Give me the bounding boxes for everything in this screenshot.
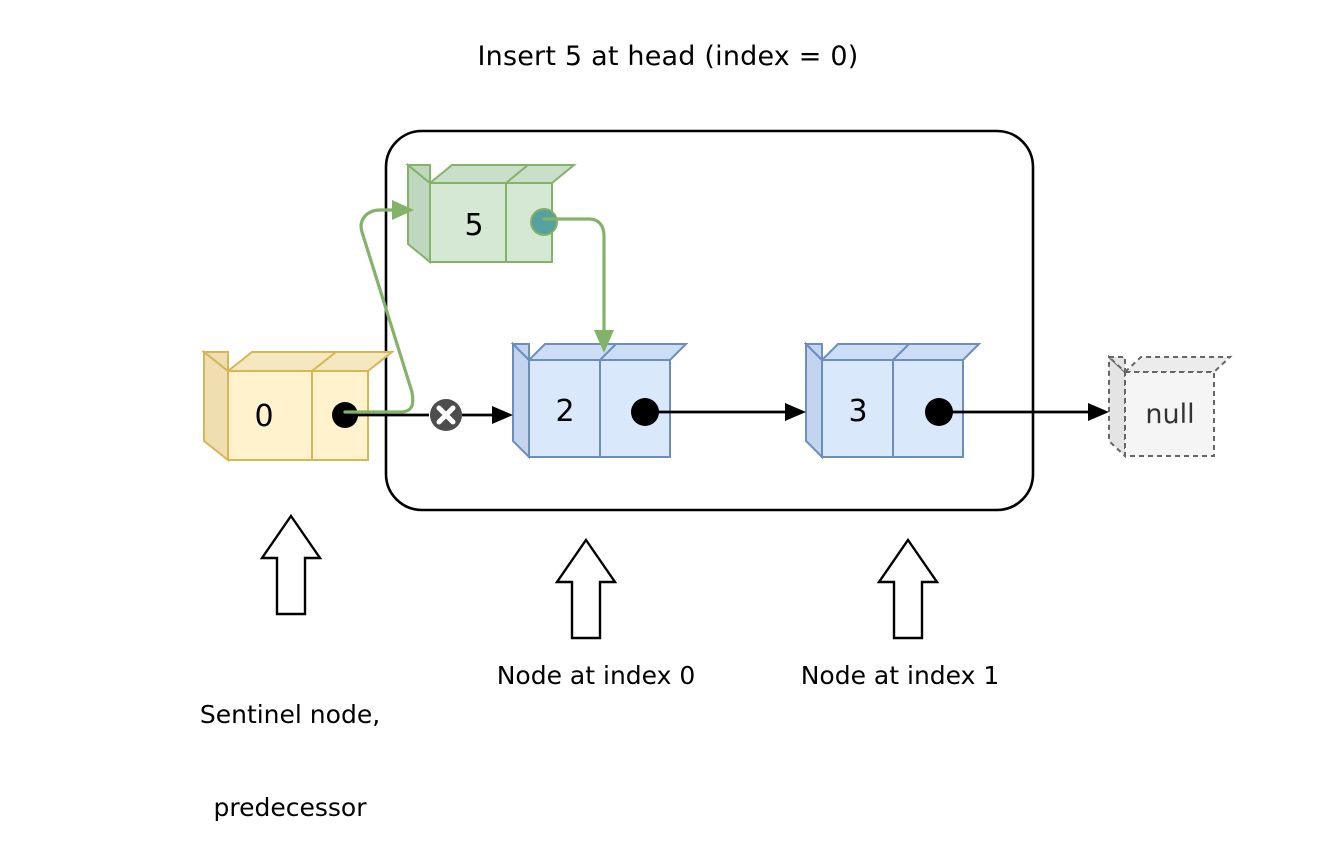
linked-list-diagram — [201, 129, 1233, 640]
caption-sentinel-line1: Sentinel node, — [199, 699, 381, 729]
null-top-face — [1122, 356, 1233, 373]
link-cut-marker-icon — [430, 399, 462, 431]
caption-arrow-index0-icon — [554, 537, 618, 640]
caption-arrow-index1-icon — [876, 537, 940, 640]
diagram-title: Insert 5 at head (index = 0) — [477, 41, 859, 72]
edge-index1-arrowhead — [1088, 403, 1109, 421]
sentinel-side-face-left — [201, 351, 229, 374]
sentinel-top-face — [225, 351, 395, 372]
node1-top-divider — [892, 343, 910, 361]
new-node-top-face — [427, 164, 577, 184]
edge-sentinel-to-index0 — [345, 406, 513, 424]
list-boundary-rect — [384, 129, 1035, 512]
node-new-five — [405, 162, 577, 265]
edge-index1-to-null — [939, 403, 1109, 421]
edge-sentinel-arrowhead — [492, 406, 513, 424]
null-front-face — [1124, 371, 1215, 457]
edge-index0-to-index1 — [645, 403, 806, 421]
edge-new-node-to-index0 — [542, 217, 614, 353]
sentinel-node-value: 0 — [254, 399, 274, 434]
new-node-pointer-dot — [530, 208, 558, 236]
caption-index-0: Node at index 0 — [496, 661, 696, 690]
new-node-top-divider — [505, 164, 529, 184]
edge-index0-arrowhead — [785, 403, 806, 421]
node-index-1 — [803, 341, 982, 460]
caption-sentinel: Sentinel node, predecessor — [140, 636, 440, 855]
node1-side-face — [805, 341, 823, 460]
node-index-0 — [510, 341, 689, 460]
edge-index0-top-arrowhead — [594, 330, 614, 353]
new-node-value: 5 — [464, 208, 484, 243]
node0-side-face — [512, 341, 530, 460]
caption-sentinel-line2: predecessor — [213, 793, 367, 823]
null-side-face-left — [1106, 356, 1126, 375]
new-node-side-face-left — [405, 164, 431, 186]
node0-top-divider — [599, 343, 617, 361]
null-side-face — [1108, 354, 1126, 459]
caption-index-1: Node at index 1 — [800, 661, 1000, 690]
caption-arrow-sentinel-icon — [259, 513, 323, 616]
index0-node-value: 2 — [555, 394, 575, 429]
node1-side-face-left — [803, 343, 823, 363]
node-null-terminator — [1106, 354, 1233, 459]
sentinel-top-divider — [311, 351, 337, 372]
index1-node-value: 3 — [848, 394, 868, 429]
edge-sentinel-to-new-node — [343, 200, 415, 414]
node0-side-face-left — [510, 343, 530, 363]
edge-new-node-arrowhead — [392, 200, 414, 220]
null-node-label: null — [1145, 399, 1195, 430]
